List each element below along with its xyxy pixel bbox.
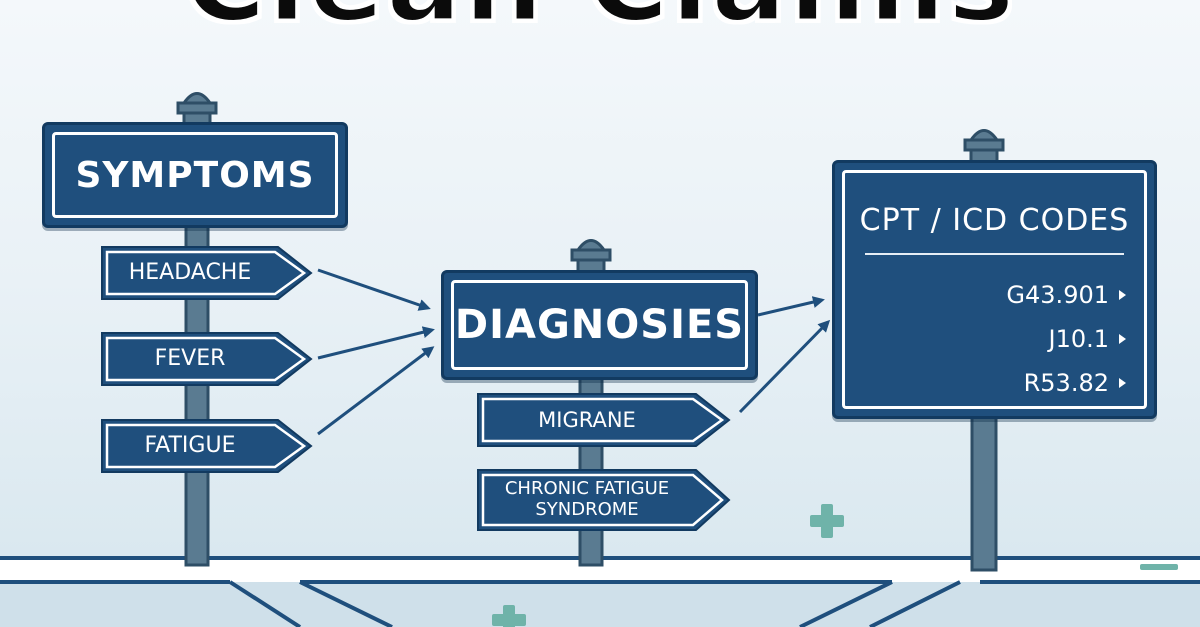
diagnosis-label-block: CHRONIC FATIGUE SYNDROME: [476, 468, 698, 532]
symptom-label: HEADACHE: [128, 260, 252, 286]
codes-divider: [865, 253, 1124, 255]
code-row: G43.901: [1006, 281, 1126, 309]
symptoms-sign: SYMPTOMS: [42, 122, 348, 228]
code-value: R53.82: [1023, 369, 1109, 397]
codes-sign-title: CPT / ICD CODES: [859, 203, 1130, 238]
triangle-right-icon: [1119, 290, 1126, 300]
arrow-sign-shape: [101, 332, 313, 386]
code-value: G43.901: [1006, 281, 1109, 309]
arrow-sign-shape: [477, 469, 731, 531]
code-value: J10.1: [1048, 325, 1109, 353]
decorative-cross-icons: [492, 504, 1178, 627]
diagnosis-tag-chronic-fatigue: CHRONIC FATIGUE SYNDROME: [476, 468, 732, 532]
headline-title: Clean Claims: [0, 0, 1200, 40]
flow-arrows: [317, 268, 831, 436]
diagnosis-label-line: CHRONIC FATIGUE: [504, 478, 670, 500]
arrow-sign-shape: [101, 246, 313, 300]
diagnosis-label-line: SYNDROME: [535, 499, 639, 520]
symptom-tag-fatigue: FATIGUE: [100, 418, 314, 474]
diagnosis-label: MIGRANE: [538, 407, 636, 432]
arrow-sign-shape: [477, 393, 731, 447]
pole-caps: [176, 92, 1005, 274]
symptom-label: FATIGUE: [144, 433, 236, 459]
triangle-right-icon: [1119, 378, 1126, 388]
symptoms-sign-label: SYMPTOMS: [75, 154, 315, 196]
code-row: J10.1: [1048, 325, 1126, 353]
diagnosis-tag-migrane: MIGRANE: [476, 392, 732, 448]
codes-sign: CPT / ICD CODES G43.901 J10.1 R53.82: [832, 160, 1157, 419]
symptom-label: FEVER: [154, 346, 226, 372]
symptom-tag-fever: FEVER: [100, 331, 314, 387]
code-row: R53.82: [1024, 369, 1126, 397]
diagnoses-sign: DIAGNOSIES: [441, 270, 758, 380]
diagnoses-sign-label: DIAGNOSIES: [454, 302, 745, 348]
triangle-right-icon: [1119, 334, 1126, 344]
arrow-sign-shape: [101, 419, 313, 473]
symptom-tag-headache: HEADACHE: [100, 245, 314, 301]
